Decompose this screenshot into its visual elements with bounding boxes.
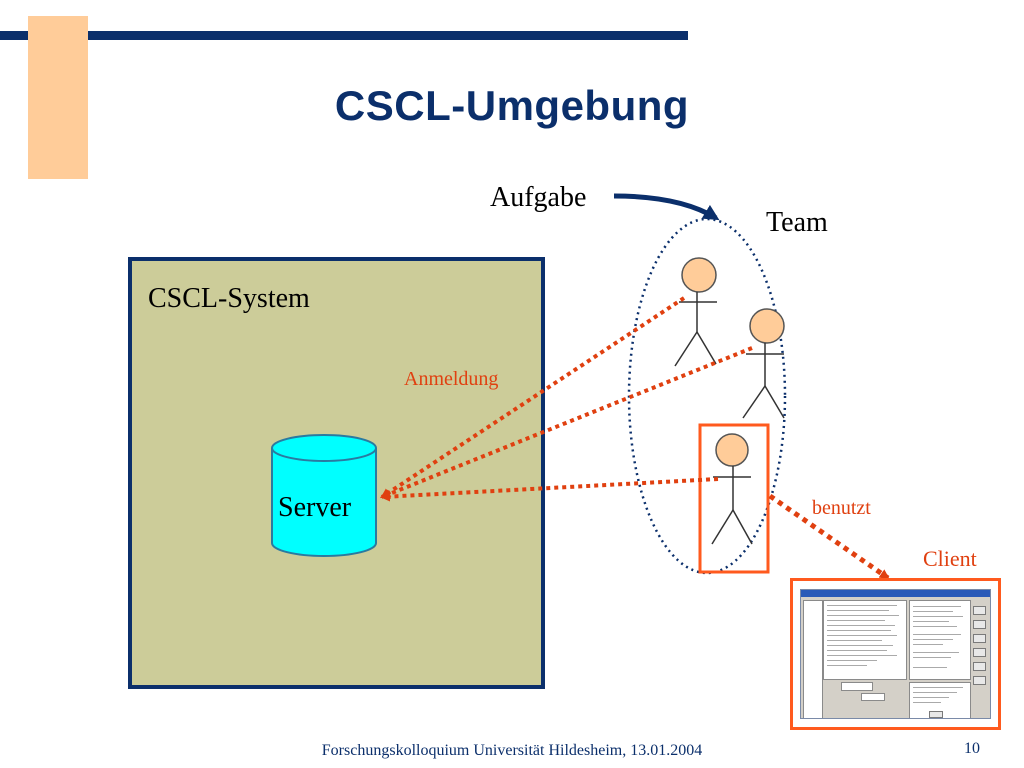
task-label: Aufgabe [490,182,587,213]
client-button-6 [973,676,986,685]
page-number: 10 [964,740,980,757]
team-member-2-icon [742,308,785,419]
client-send-field [861,693,885,701]
slide-footer: Forschungskolloquium Universität Hildesh… [321,742,703,759]
server-label: Server [278,492,352,523]
uses-arrow [768,493,890,581]
slide-title: CSCL-Umgebung [334,82,690,129]
login-arrows [380,296,753,502]
client-chat-pane [823,600,907,680]
accent-block [28,16,88,179]
client-button-1 [973,606,986,615]
client-screenshot [790,578,1001,730]
server-database-icon [271,434,377,557]
client-code-pane [909,600,971,680]
cscl-system-label: CSCL-System [148,283,310,314]
client-message-input [841,682,873,691]
team-member-3-icon [711,433,753,545]
client-button-5 [973,662,986,671]
client-button-4 [973,648,986,657]
client-user-list [803,600,823,718]
top-decor-bar [0,31,688,40]
client-close-button [929,711,943,718]
team-member-1-icon [674,257,717,367]
user-highlight-box [698,423,770,574]
client-titlebar [801,590,990,597]
team-ellipse [627,217,787,575]
client-label: Client [923,546,977,571]
client-notes-pane [909,682,971,718]
uses-label: benutzt [812,497,871,519]
client-button-3 [973,634,986,643]
client-app-window [800,589,991,719]
client-button-2 [973,620,986,629]
task-arrow [613,193,720,221]
login-label: Anmeldung [404,368,499,390]
team-label: Team [766,207,828,238]
